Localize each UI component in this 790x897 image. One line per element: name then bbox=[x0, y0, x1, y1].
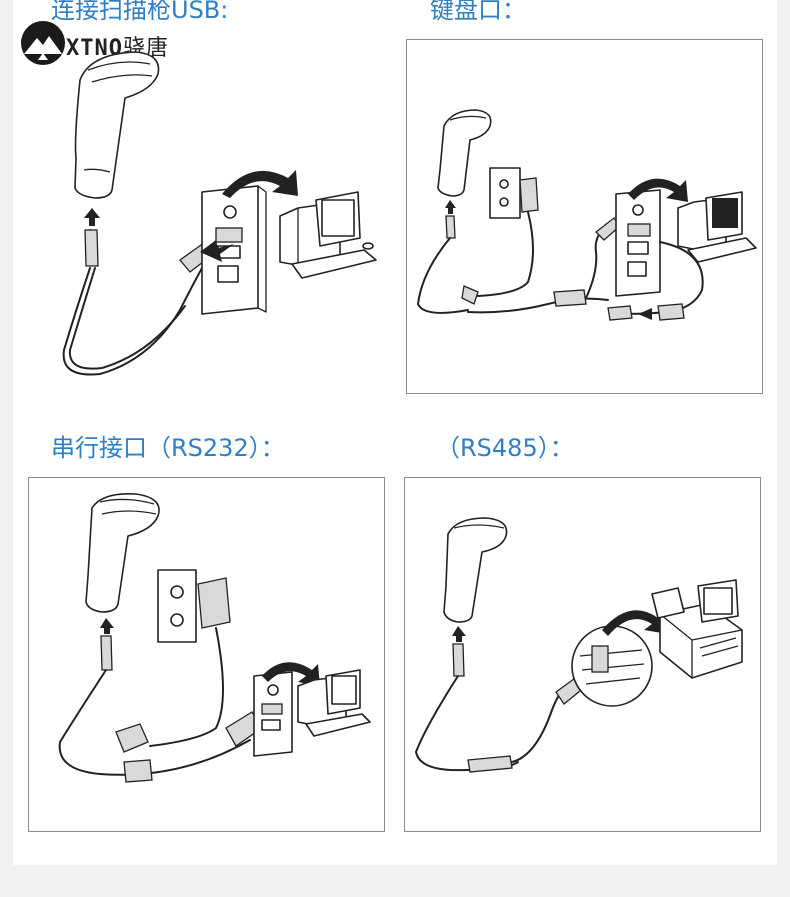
usb-connection-illustration bbox=[62, 51, 377, 376]
desktop-computer-icon bbox=[279, 191, 377, 279]
mountain-logo-icon bbox=[21, 21, 65, 65]
keyboard-connection-illustration bbox=[417, 109, 757, 321]
wall-port-plate-icon bbox=[615, 189, 661, 297]
heading-rs232: 串行接口（RS232）： bbox=[51, 434, 285, 462]
heading-keyboard: 键盘口： bbox=[430, 0, 526, 24]
desktop-computer-icon bbox=[297, 669, 371, 737]
power-outlet-icon bbox=[489, 167, 521, 219]
heading-rs485: （RS485）： bbox=[436, 434, 574, 462]
wall-port-plate-icon bbox=[253, 671, 293, 757]
desktop-computer-icon bbox=[677, 191, 757, 263]
barcode-scanner-icon bbox=[443, 517, 508, 623]
rs232-connection-illustration bbox=[58, 492, 371, 783]
barcode-scanner-icon bbox=[74, 51, 160, 199]
power-outlet-icon bbox=[157, 569, 197, 643]
pos-terminal-icon bbox=[651, 579, 743, 679]
brand-logo-text: XTNQ骁唐 bbox=[66, 30, 169, 62]
barcode-scanner-icon bbox=[437, 109, 492, 197]
barcode-scanner-icon bbox=[85, 492, 160, 613]
heading-usb: 连接扫描枪USB: bbox=[51, 0, 229, 24]
rs485-connection-illustration bbox=[415, 517, 743, 773]
